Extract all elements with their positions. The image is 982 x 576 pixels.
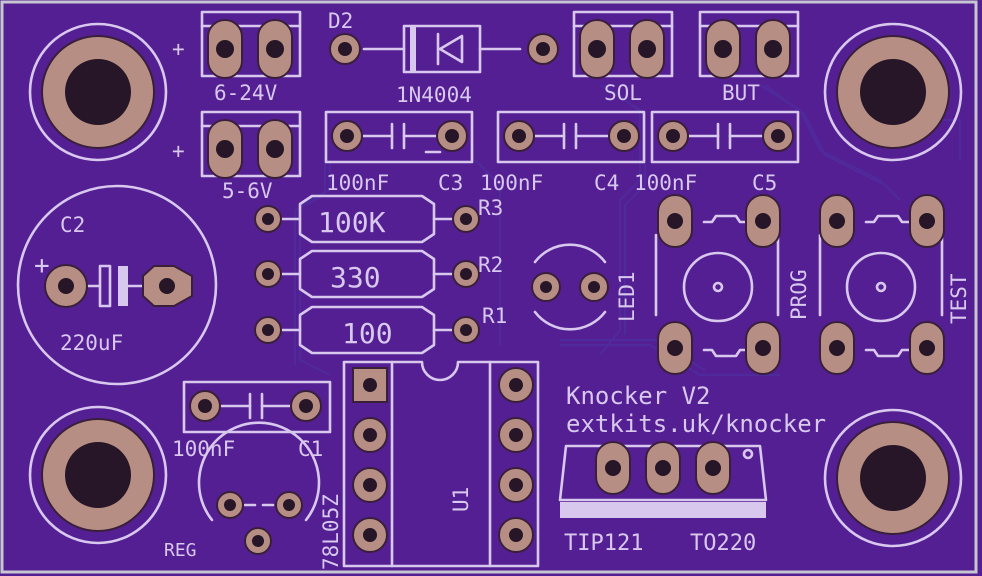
mounting-hole-top-left (28, 22, 168, 162)
capacitor-c4 (496, 110, 646, 164)
mounting-hole-bottom-right (823, 408, 963, 548)
label-u1: U1 (449, 487, 473, 512)
label-sol: SOL (604, 81, 642, 105)
label-reg: REG (164, 540, 197, 561)
connector-power-5v (200, 110, 302, 179)
resistor-r1 (254, 305, 480, 355)
label-r3-value: 100K (318, 206, 386, 239)
capacitor-c5 (650, 110, 800, 164)
label-plus-power-5v: + (172, 139, 185, 163)
ic-u1 (342, 360, 540, 568)
capacitor-c1 (182, 380, 332, 434)
resistor-r2 (254, 249, 480, 299)
label-c2: C2 (60, 213, 85, 237)
led-led1 (531, 243, 609, 331)
label-prog: PROG (787, 269, 811, 320)
mounting-hole-bottom-left (28, 405, 168, 545)
label-c3: C3 (438, 171, 463, 195)
connector-sol (572, 10, 674, 79)
label-c4: C4 (594, 171, 619, 195)
capacitor-c3 (324, 110, 474, 164)
label-reg-value: 78L05Z (319, 494, 343, 570)
switch-test (818, 194, 945, 375)
capacitor-c2 (16, 184, 218, 386)
label-d2: D2 (328, 9, 353, 33)
label-power-in: 6-24V (214, 81, 278, 105)
label-r3: R3 (478, 196, 503, 220)
label-d2-value: 1N4004 (396, 83, 472, 107)
diode-d2 (329, 24, 559, 74)
transistor-tip121 (558, 441, 768, 518)
label-c2-value: 220uF (60, 331, 123, 355)
label-transistor: TIP121 (564, 531, 643, 556)
label-r2-value: 330 (330, 261, 381, 294)
label-power-5v: 5-6V (222, 179, 273, 203)
label-but: BUT (722, 81, 760, 105)
label-test: TEST (947, 273, 971, 324)
connector-but (698, 10, 800, 79)
board-title: Knocker V2 (566, 382, 711, 410)
connector-power-in (200, 10, 302, 79)
switch-prog (654, 194, 781, 375)
label-c5-value: 100nF (634, 171, 697, 195)
board-url: extkits.uk/knocker (566, 410, 826, 438)
label-led1: LED1 (615, 271, 639, 322)
label-plus-power-in: + (172, 37, 185, 61)
regulator-reg (197, 421, 321, 555)
label-c5: C5 (752, 171, 777, 195)
label-r2: R2 (478, 253, 503, 277)
label-plus-c2: + (34, 251, 50, 281)
label-r1: R1 (482, 304, 507, 328)
resistor-r3 (254, 194, 480, 244)
label-c4-value: 100nF (480, 171, 543, 195)
mounting-hole-top-right (823, 22, 963, 162)
label-package: TO220 (690, 531, 756, 556)
label-c3-value: 100nF (326, 171, 389, 195)
label-r1-value: 100 (342, 317, 393, 350)
